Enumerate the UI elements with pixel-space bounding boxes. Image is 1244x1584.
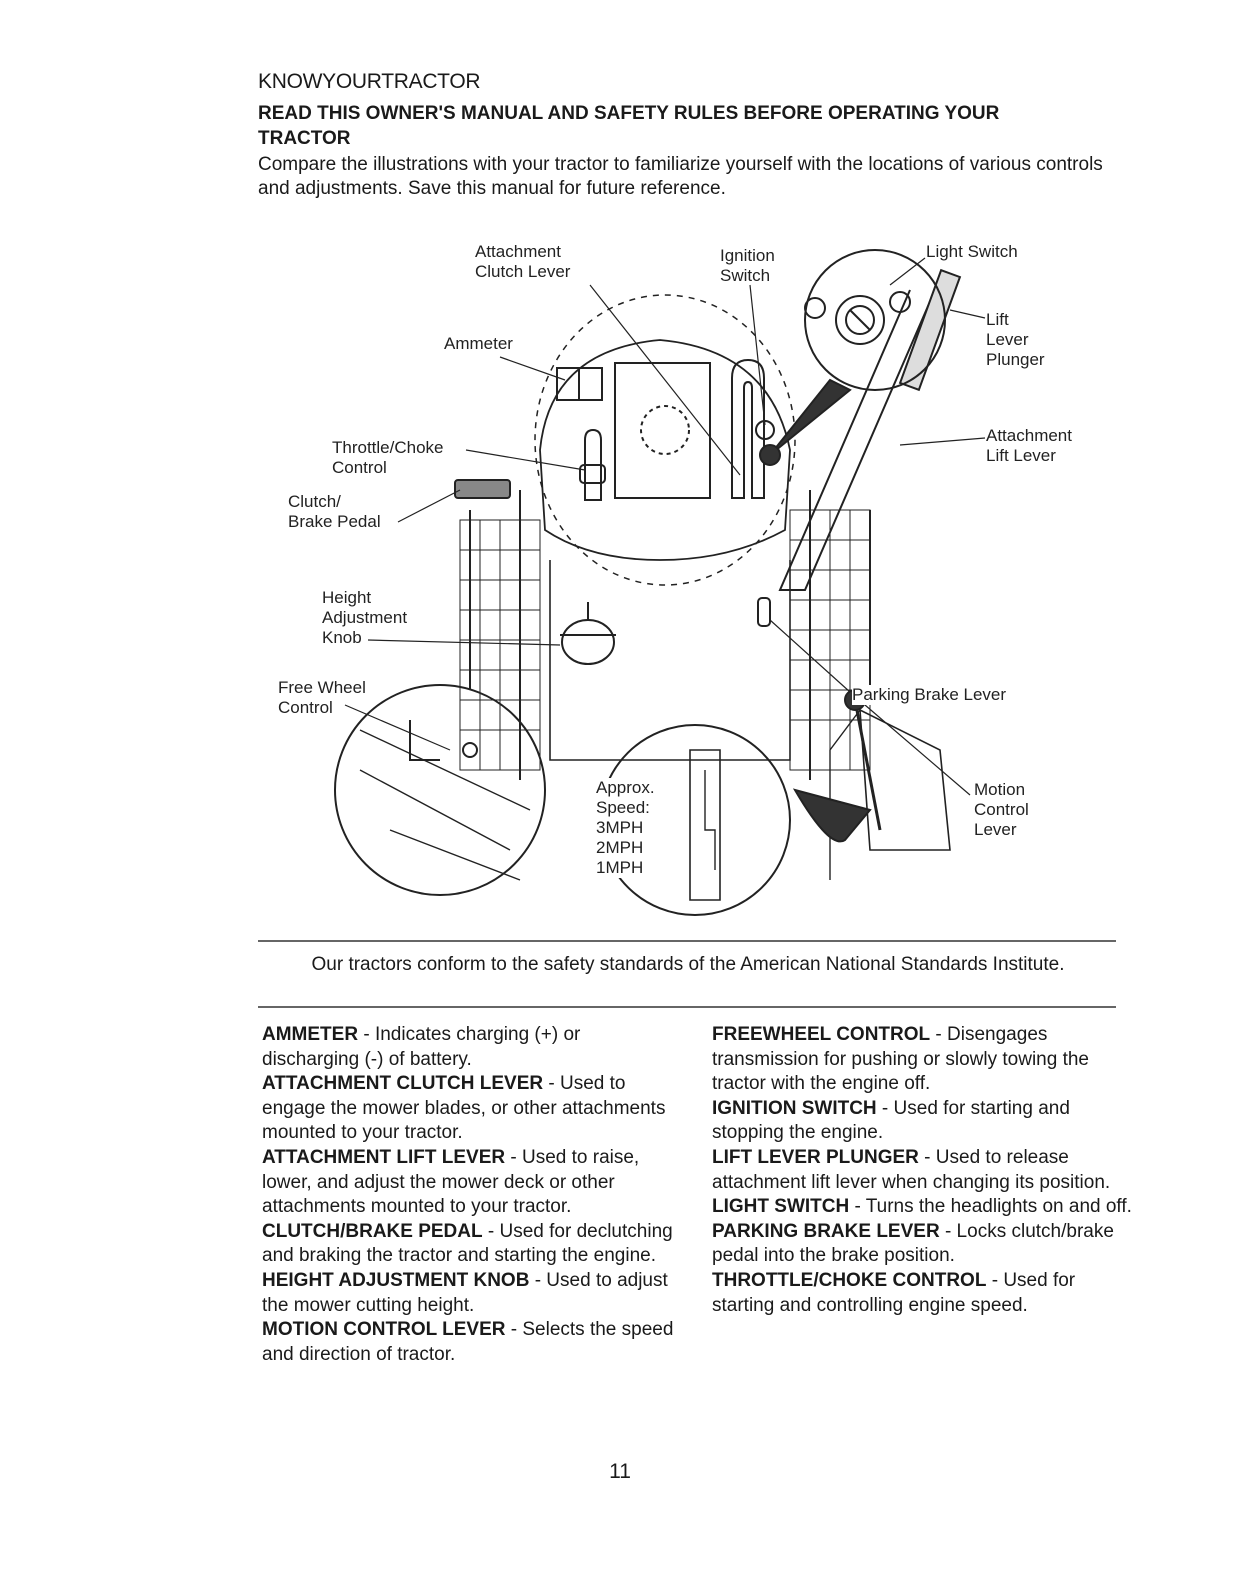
definition-lift-lever-plunger: LIFT LEVER PLUNGER - Used to release att…: [712, 1146, 1111, 1193]
label-light-switch: Light Switch: [926, 242, 1018, 261]
definitions-right-column: FREEWHEEL CONTROL - Disengages transmiss…: [712, 1023, 1132, 1318]
section-title: KNOWYOURTRACTOR: [258, 70, 481, 93]
label-throttle-choke-control: Throttle/Choke Control: [332, 438, 444, 477]
label-attachment-clutch-lever: Attachment Clutch Lever: [475, 242, 571, 281]
label-ignition-switch: Ignition Switch: [720, 246, 775, 285]
label-clutch-brake-pedal: Clutch/ Brake Pedal: [288, 492, 381, 531]
label-approx-speed: Approx. Speed: 3MPH 2MPH 1MPH: [596, 778, 655, 878]
definition-light-switch: LIGHT SWITCH - Turns the headlights on a…: [712, 1196, 1132, 1218]
definitions-left-column: AMMETER - Indicates charging (+) or disc…: [262, 1023, 682, 1367]
definition-height-adjustment-knob: HEIGHT ADJUSTMENT KNOB - Used to adjust …: [262, 1269, 668, 1316]
tractor-controls-diagram: Attachment Clutch Lever Ignition Switch …: [270, 230, 1130, 930]
definition-parking-brake-lever: PARKING BRAKE LEVER - Locks clutch/brake…: [712, 1220, 1114, 1267]
definition-motion-control-lever: MOTION CONTROL LEVER - Selects the speed…: [262, 1319, 674, 1365]
definition-clutch-brake-pedal: CLUTCH/BRAKE PEDAL - Used for declutchin…: [262, 1220, 673, 1267]
definition-freewheel-control: FREEWHEEL CONTROL - Disengages transmiss…: [712, 1024, 1090, 1095]
tractor-illustration: [334, 249, 986, 916]
definition-throttle-choke-control: THROTTLE/CHOKE CONTROL - Used for starti…: [712, 1269, 1076, 1316]
divider-top: [258, 940, 1116, 942]
definition-attachment-clutch-lever: ATTACHMENT CLUTCH LEVER - Used to engage…: [262, 1073, 666, 1144]
definition-ignition-switch: IGNITION SWITCH - Used for starting and …: [712, 1097, 1070, 1144]
label-parking-brake-lever: Parking Brake Lever: [852, 685, 1007, 705]
definition-ammeter: AMMETER - Indicates charging (+) or disc…: [262, 1024, 581, 1070]
safety-heading: READ THIS OWNER'S MANUAL AND SAFETY RULE…: [258, 103, 1000, 149]
label-attachment-lift-lever: Attachment Lift Lever: [986, 426, 1072, 465]
definition-attachment-lift-lever: ATTACHMENT LIFT LEVER - Used to raise, l…: [262, 1146, 640, 1218]
page-number: 11: [609, 1460, 631, 1483]
intro-paragraph: Compare the illustrations with your trac…: [258, 154, 1103, 199]
ansi-standards-note: Our tractors conform to the safety stand…: [311, 954, 1065, 975]
label-height-adjustment-knob: Height Adjustment Knob: [322, 588, 408, 647]
label-free-wheel-control: Free Wheel Control: [278, 678, 366, 717]
divider-bottom: [258, 1006, 1116, 1008]
label-motion-control-lever: Motion Control Lever: [974, 780, 1029, 839]
label-lift-lever-plunger: Lift Lever Plunger: [986, 310, 1045, 369]
label-ammeter: Ammeter: [444, 334, 513, 353]
